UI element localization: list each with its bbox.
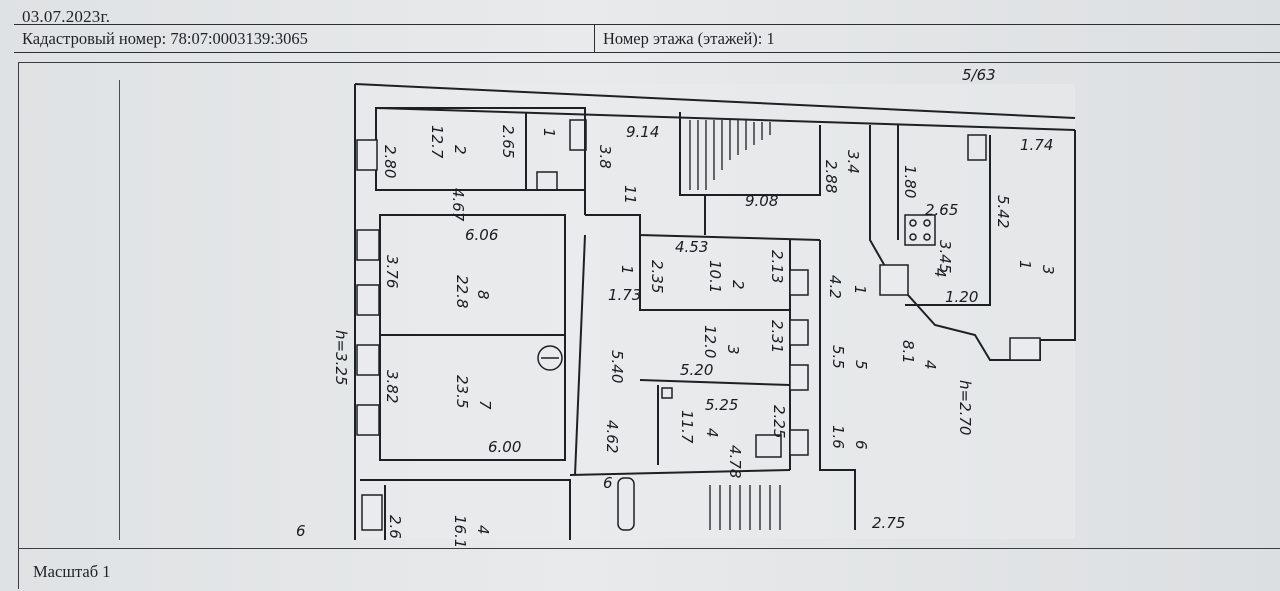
fixtures (536, 119, 987, 531)
corridor-dim: 9.08 (745, 192, 778, 210)
kitchen-b-number: 4 (931, 268, 949, 278)
room-2-width: 4.67 (449, 188, 467, 222)
cadastral-number: Кадастровый номер: 78:07:0003139:3065 (22, 29, 308, 48)
room-4-width: 5.25 (705, 396, 738, 414)
stair-dim: 9.14 (626, 123, 659, 141)
room-2-number: 2 (451, 145, 469, 155)
bottom-right-note: 2.75 (872, 514, 905, 532)
room-6-number: 6 (852, 440, 870, 450)
bottom-room-side: 2.6 (386, 515, 404, 539)
plan-frame-bottom (18, 548, 1280, 549)
room-6-area: 1.6 (829, 425, 847, 449)
room-3-number: 3 (724, 345, 742, 355)
room-5-area: 5.5 (829, 345, 847, 369)
kitchen-number: 1 (851, 285, 869, 295)
room-2b-length: 4.53 (675, 238, 708, 256)
kitchen-b-dim-3: 3.45 (936, 240, 954, 273)
floor-number: Номер этажа (этажей): 1 (594, 25, 1280, 52)
room-7-number: 7 (476, 400, 494, 410)
kitchen-b-dim-1: 1.80 (901, 165, 919, 198)
ceiling-height-right: h=2.70 (956, 380, 974, 435)
kitchen-dim-1: 2.88 (822, 160, 840, 193)
document-date: 03.07.2023г. (22, 7, 111, 26)
room-4-length: 4.78 (726, 445, 744, 478)
kitchen-dim-2: 3.4 (844, 150, 862, 174)
room-3-width: 5.20 (680, 361, 713, 379)
corridor-length: 5.40 (608, 350, 626, 383)
room-2b-side1: 2.35 (648, 260, 666, 293)
room-8-number: 8 (474, 290, 492, 300)
room-8-side: 3.76 (383, 255, 401, 288)
room-3-area: 12.0 (701, 325, 719, 358)
room-4-number: 4 (703, 428, 721, 438)
kitchen-b-dim-4: 1.20 (945, 288, 978, 306)
room-1-number: 1 (540, 128, 558, 138)
stair-b: 11 (621, 185, 639, 204)
room-5-number: 5 (852, 360, 870, 370)
room-3c-dim: 5.42 (994, 195, 1012, 228)
room-4-area: 11.7 (678, 410, 696, 444)
room-2b-number: 2 (729, 280, 747, 290)
room-2-side: 2.80 (381, 145, 399, 178)
window-marks (356, 139, 1041, 531)
room-1b-number: 1 (618, 265, 636, 275)
kitchen-area: 4.2 (826, 275, 844, 299)
bottom-room-number: 4 (474, 525, 492, 535)
room-3c-area: 1 (1016, 260, 1034, 270)
plan-background (355, 84, 1075, 539)
top-note: 5/63 (962, 66, 996, 84)
room-7-side: 3.82 (383, 370, 401, 403)
bottom-room-area: 16.1 (451, 515, 469, 548)
room-2-area: 12.7 (428, 125, 446, 159)
room-1b-dim: 1.73 (608, 286, 641, 304)
kitchen-b-dim-2: 2.65 (925, 201, 958, 219)
stairs-hatch (689, 120, 781, 530)
room-4b-area: 8.1 (899, 340, 917, 364)
ceiling-height-left: h=3.25 (332, 330, 350, 385)
room-4b-number: 4 (921, 360, 939, 370)
stair-a: 3.8 (596, 145, 614, 169)
room-4-side: 2.25 (770, 405, 788, 438)
header-row: Кадастровый номер: 78:07:0003139:3065 Но… (14, 24, 1280, 53)
scale-label: Масштаб 1 (33, 562, 111, 581)
room-3c-number: 3 (1039, 265, 1057, 275)
room-7-area: 23.5 (453, 375, 471, 408)
room-8-area: 22.8 (453, 275, 471, 308)
room-9-dim: 4.62 (603, 420, 621, 453)
plan-walls (354, 83, 1076, 540)
room-8-top: 6.06 (465, 226, 498, 244)
plan-frame-divider (119, 80, 120, 540)
room-3-side: 2.31 (768, 320, 786, 353)
room-3c-top: 1.74 (1020, 136, 1053, 154)
room-1-dim: 2.65 (499, 125, 517, 158)
bottom-note: 6 (603, 474, 613, 492)
plan-frame (18, 62, 1280, 589)
room-2b-side2: 2.13 (768, 250, 786, 283)
corner-note: 6 (296, 522, 306, 540)
room-7-width: 6.00 (488, 438, 521, 456)
room-2b-area: 10.1 (706, 260, 724, 293)
